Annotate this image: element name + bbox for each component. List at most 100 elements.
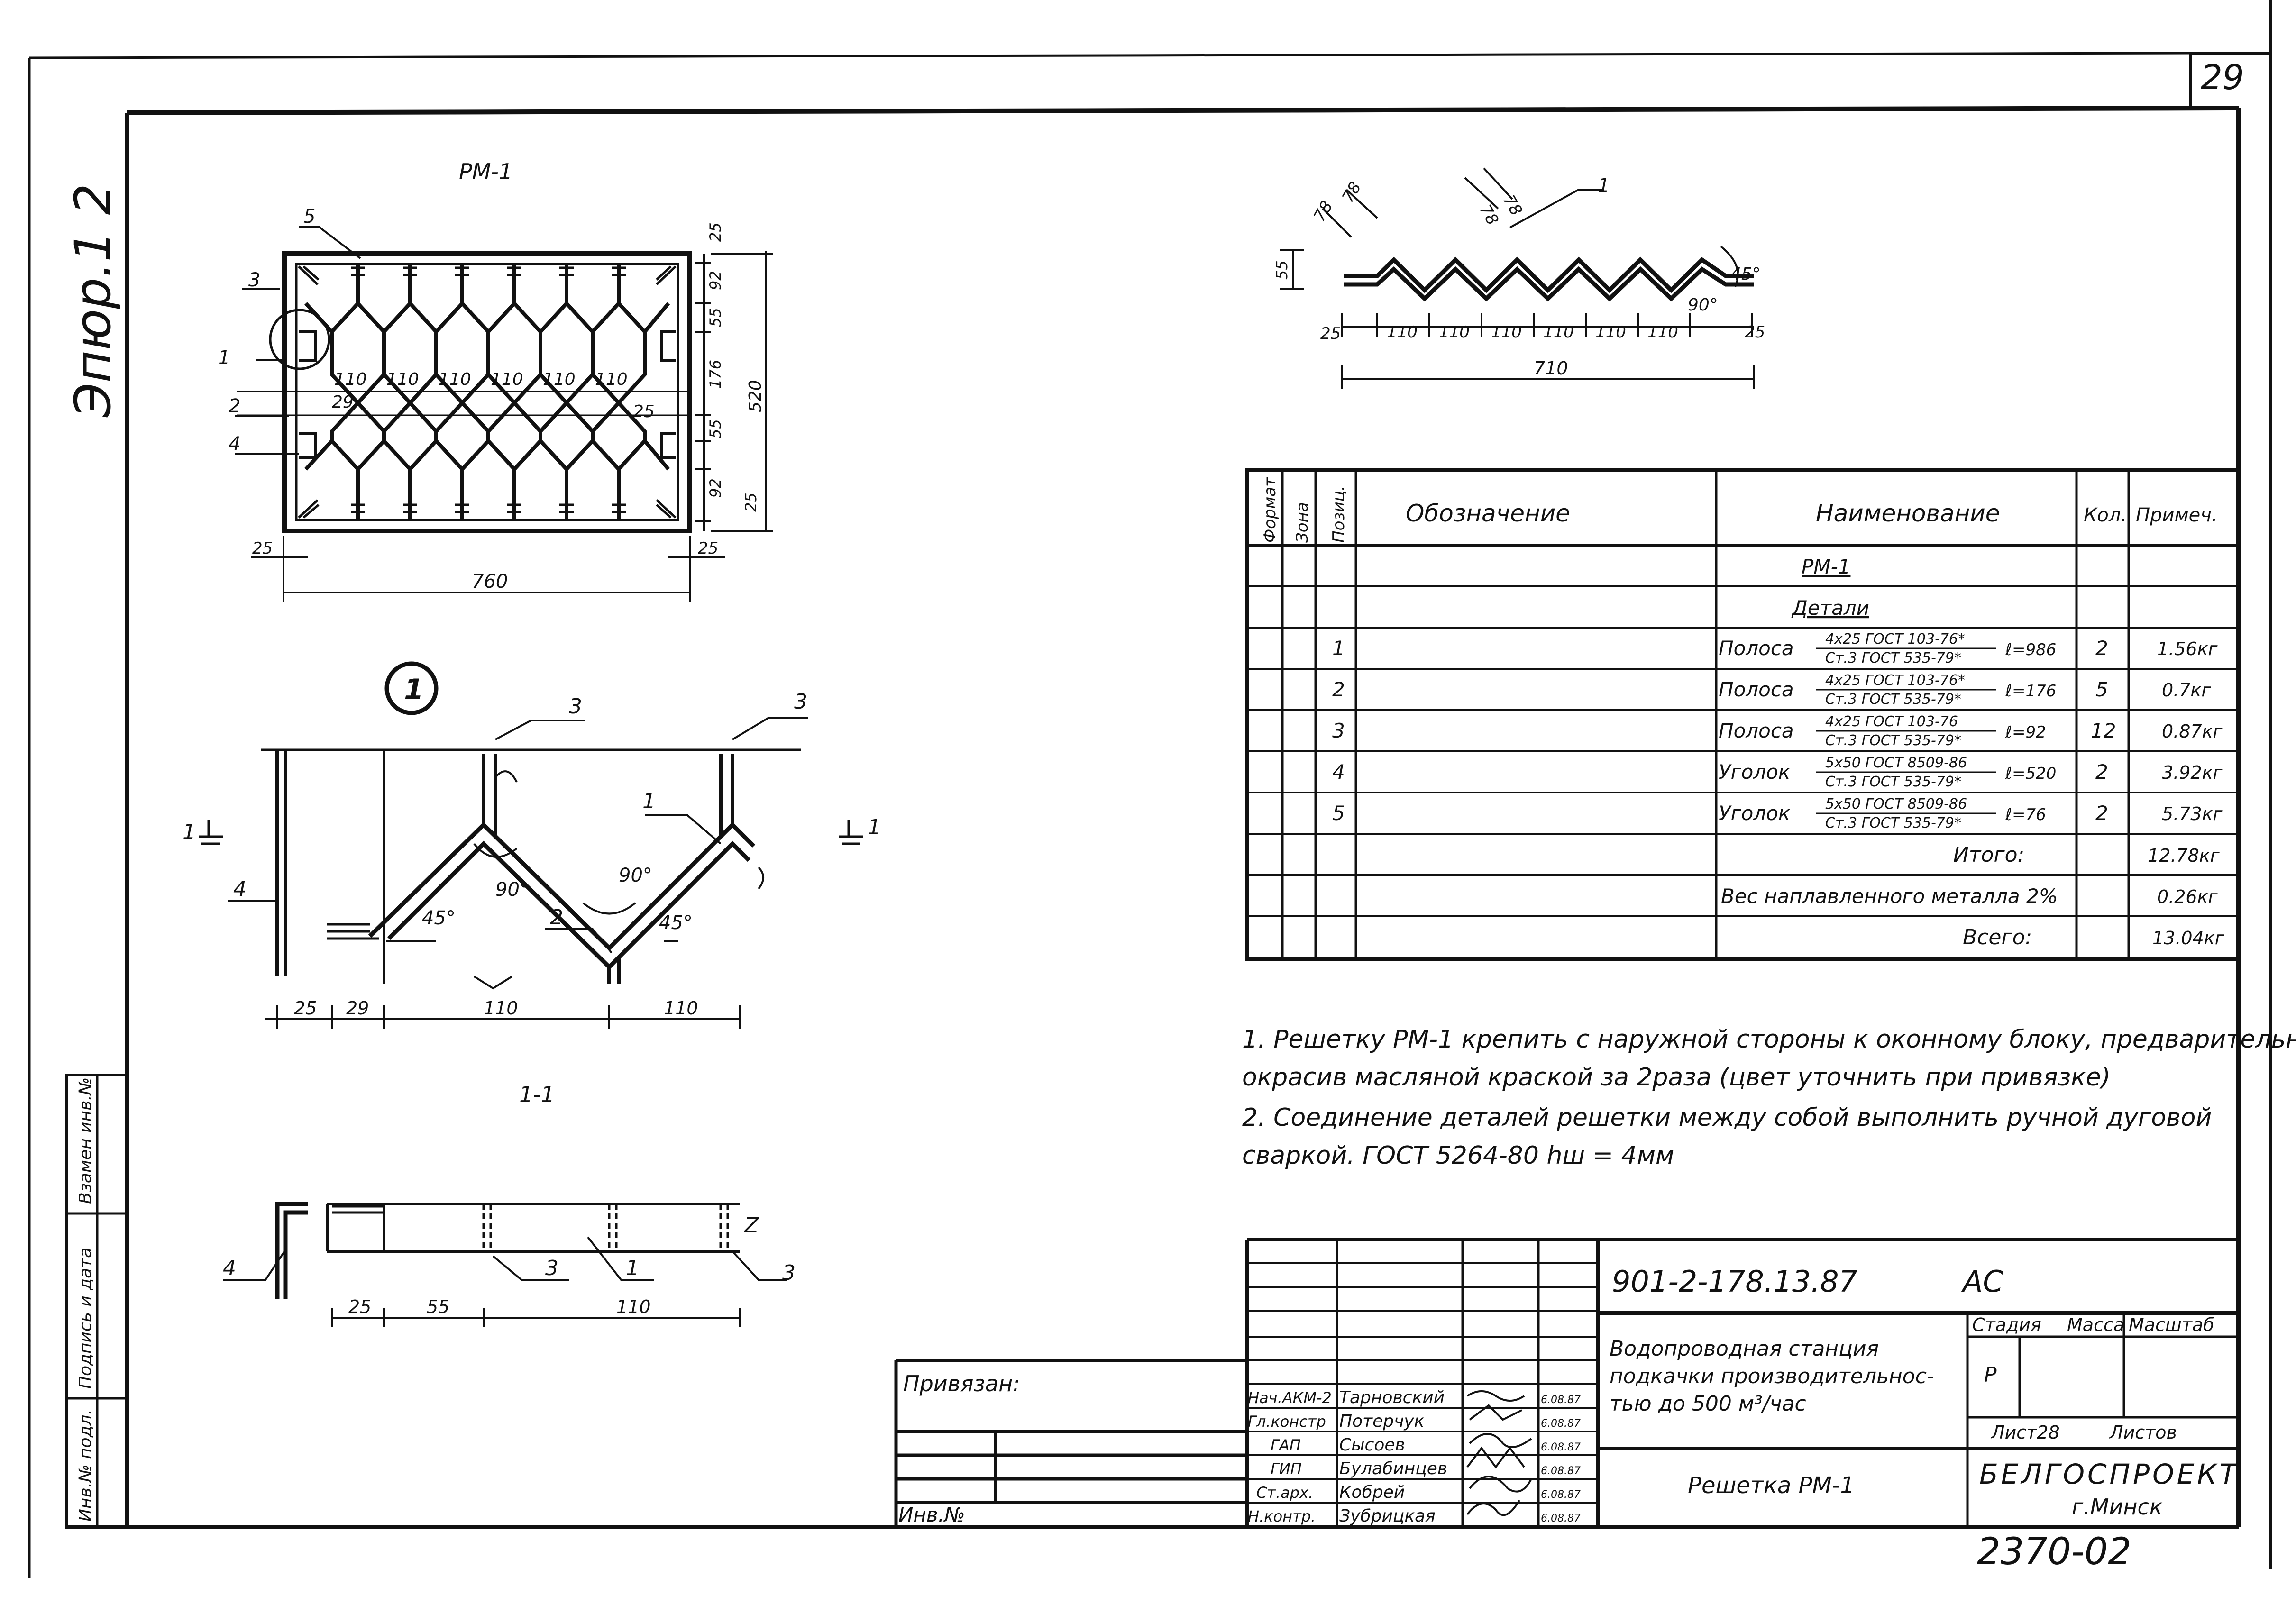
spec-header-name: Наименование	[1816, 500, 2000, 527]
svg-text:3: 3	[1332, 719, 1345, 742]
svg-text:Сысоев: Сысоев	[1339, 1435, 1405, 1455]
svg-text:5x50 ГОСТ 8509-86: 5x50 ГОСТ 8509-86	[1825, 796, 1967, 812]
section-dim-25: 25	[348, 1296, 371, 1317]
stamp-person-row: Гл.констр Потерчук 6.08.87	[1248, 1412, 1581, 1431]
profile-dim-5: 110	[1543, 323, 1574, 342]
plan-dim-110-5: 110	[543, 370, 576, 389]
section-callout-4: 4	[223, 1256, 236, 1280]
stamp-person-row: ГИП Булабинцев 6.08.87	[1271, 1459, 1581, 1478]
svg-text:2: 2	[2095, 760, 2108, 784]
section-dim-110: 110	[616, 1296, 651, 1317]
plan-dim-side-5: 55	[706, 419, 724, 438]
plan-callout-5: 5	[303, 206, 315, 228]
spec-row-weld: Вес наплавленного металла 2%	[1721, 884, 2058, 908]
plan-dim-110-1: 110	[334, 370, 367, 389]
plan-dim-110-6: 110	[595, 370, 628, 389]
note-line-4: сваркой. ГОСТ 5264-80 hш = 4мм	[1242, 1141, 1674, 1170]
svg-text:Потерчук: Потерчук	[1339, 1412, 1425, 1431]
note-line-3: 2. Соединение деталей решетки между собо…	[1242, 1103, 2212, 1132]
svg-text:6.08.87: 6.08.87	[1541, 1441, 1581, 1453]
spec-header-designation: Обозначение	[1406, 500, 1570, 527]
detail-angle-45-b: 45°	[659, 912, 693, 934]
profile-dim-3: 110	[1439, 323, 1470, 342]
spec-row-subtotal: Итого:	[1953, 843, 2024, 867]
plan-dim-110-3: 110	[439, 370, 471, 389]
svg-text:1: 1	[1332, 637, 1345, 660]
detail-dim-110-b: 110	[664, 998, 698, 1019]
svg-text:Гл.констр: Гл.констр	[1248, 1413, 1326, 1431]
spec-row-weld-note: 0.26кг	[2157, 886, 2218, 907]
detail-callout-2: 2	[550, 905, 563, 930]
svg-text:Ст.3 ГОСТ 535-79*: Ст.3 ГОСТ 535-79*	[1825, 774, 1961, 790]
plan-dim-side-2: 92	[706, 271, 724, 290]
svg-text:Ст.3 ГОСТ 535-79*: Ст.3 ГОСТ 535-79*	[1825, 732, 1961, 749]
svg-text:6.08.87: 6.08.87	[1541, 1394, 1581, 1406]
spec-header-position: Позиц.	[1329, 486, 1348, 543]
svg-text:6.08.87: 6.08.87	[1541, 1418, 1581, 1430]
profile-callout-1: 1	[1598, 175, 1610, 197]
spec-header-zone: Зона	[1293, 502, 1312, 543]
plan-margin-right: 25	[698, 539, 718, 558]
spec-row-total-note: 13.04кг	[2152, 928, 2225, 948]
svg-text:1.56кг: 1.56кг	[2157, 638, 2218, 659]
section-callout-3-b: 3	[782, 1261, 796, 1285]
profile-dim-78-a: 78	[1310, 198, 1336, 225]
svg-text:Полоса: Полоса	[1719, 719, 1794, 742]
page-number: 29	[2201, 57, 2244, 97]
profile-view	[1280, 167, 1755, 389]
stamp-mass-header: Масса	[2067, 1314, 2124, 1335]
side-note: Эпюр.1 2	[64, 183, 122, 418]
svg-text:Ст.3 ГОСТ 535-79*: Ст.3 ГОСТ 535-79*	[1825, 815, 1961, 831]
plan-overall-height: 520	[746, 380, 765, 412]
section-dim-55: 55	[427, 1296, 449, 1317]
svg-text:3.92кг: 3.92кг	[2162, 762, 2223, 783]
spec-header-note: Примеч.	[2136, 504, 2218, 526]
svg-text:0.7кг: 0.7кг	[2162, 680, 2211, 701]
note-line-1: 1. Решетку РМ-1 крепить с наружной сторо…	[1242, 1025, 2296, 1054]
profile-dim-8: 25	[1745, 323, 1765, 342]
plan-callout-2: 2	[229, 395, 240, 417]
plan-dim-side-6: 92	[706, 478, 724, 498]
plan-dim-110-2: 110	[386, 370, 419, 389]
plan-dim-side-7: 25	[742, 492, 760, 512]
detail-angle-90-a: 90°	[495, 879, 529, 901]
svg-text:Ст.3 ГОСТ 535-79*: Ст.3 ГОСТ 535-79*	[1825, 691, 1961, 708]
svg-text:Уголок: Уголок	[1719, 802, 1791, 825]
note-line-2: окрасив масляной краской за 2раза (цвет …	[1242, 1063, 2111, 1092]
plan-dim-110-4: 110	[491, 370, 523, 389]
stamp-city: г.Минск	[2072, 1494, 2163, 1520]
profile-dim-1: 25	[1320, 324, 1341, 343]
profile-angle-90: 90°	[1688, 295, 1718, 315]
svg-text:ℓ=92: ℓ=92	[2005, 723, 2046, 742]
side-stamp-label-signature: Подпись и дата	[76, 1248, 95, 1389]
plan-title: РМ-1	[459, 159, 512, 184]
svg-text:Тарновский: Тарновский	[1339, 1388, 1445, 1407]
stamp-person-row: Нач.АКМ-2 Тарновский 6.08.87	[1248, 1388, 1581, 1407]
svg-text:2: 2	[1332, 678, 1345, 701]
section-callout-z: Z	[744, 1213, 759, 1238]
plan-dim-25-inner: 25	[633, 402, 655, 421]
stamp-code: 901-2-178.13.87	[1612, 1264, 1857, 1299]
stamp-scale-header: Масштаб	[2129, 1314, 2214, 1335]
plan-view: РМ-1	[235, 159, 773, 602]
svg-text:5x50 ГОСТ 8509-86: 5x50 ГОСТ 8509-86	[1825, 755, 1967, 771]
stamp-stage: Р	[1984, 1363, 1997, 1387]
stamp-sheet-label: Лист28	[1990, 1422, 2060, 1443]
detail-view	[199, 661, 863, 1029]
title-block	[894, 1238, 2239, 1527]
spec-row-item-5: 5 Уголок 5x50 ГОСТ 8509-86 Ст.3 ГОСТ 535…	[1332, 796, 2223, 831]
spec-header-qty: Кол.	[2084, 504, 2127, 526]
svg-text:2: 2	[2095, 637, 2108, 660]
svg-text:Н.контр.: Н.контр.	[1248, 1507, 1316, 1525]
section-view	[223, 1202, 787, 1327]
detail-angle-45-a: 45°	[422, 907, 456, 929]
detail-callout-3-b: 3	[794, 690, 807, 714]
inv-no-label: Инв.№	[898, 1503, 965, 1526]
svg-text:6.08.87: 6.08.87	[1541, 1513, 1581, 1524]
side-stamp	[65, 1074, 129, 1529]
sheet-frame	[28, 0, 2272, 1578]
signature-marks	[1466, 1390, 1532, 1516]
detail-dim-110-a: 110	[484, 998, 518, 1019]
detail-callout-3-a: 3	[569, 694, 582, 719]
